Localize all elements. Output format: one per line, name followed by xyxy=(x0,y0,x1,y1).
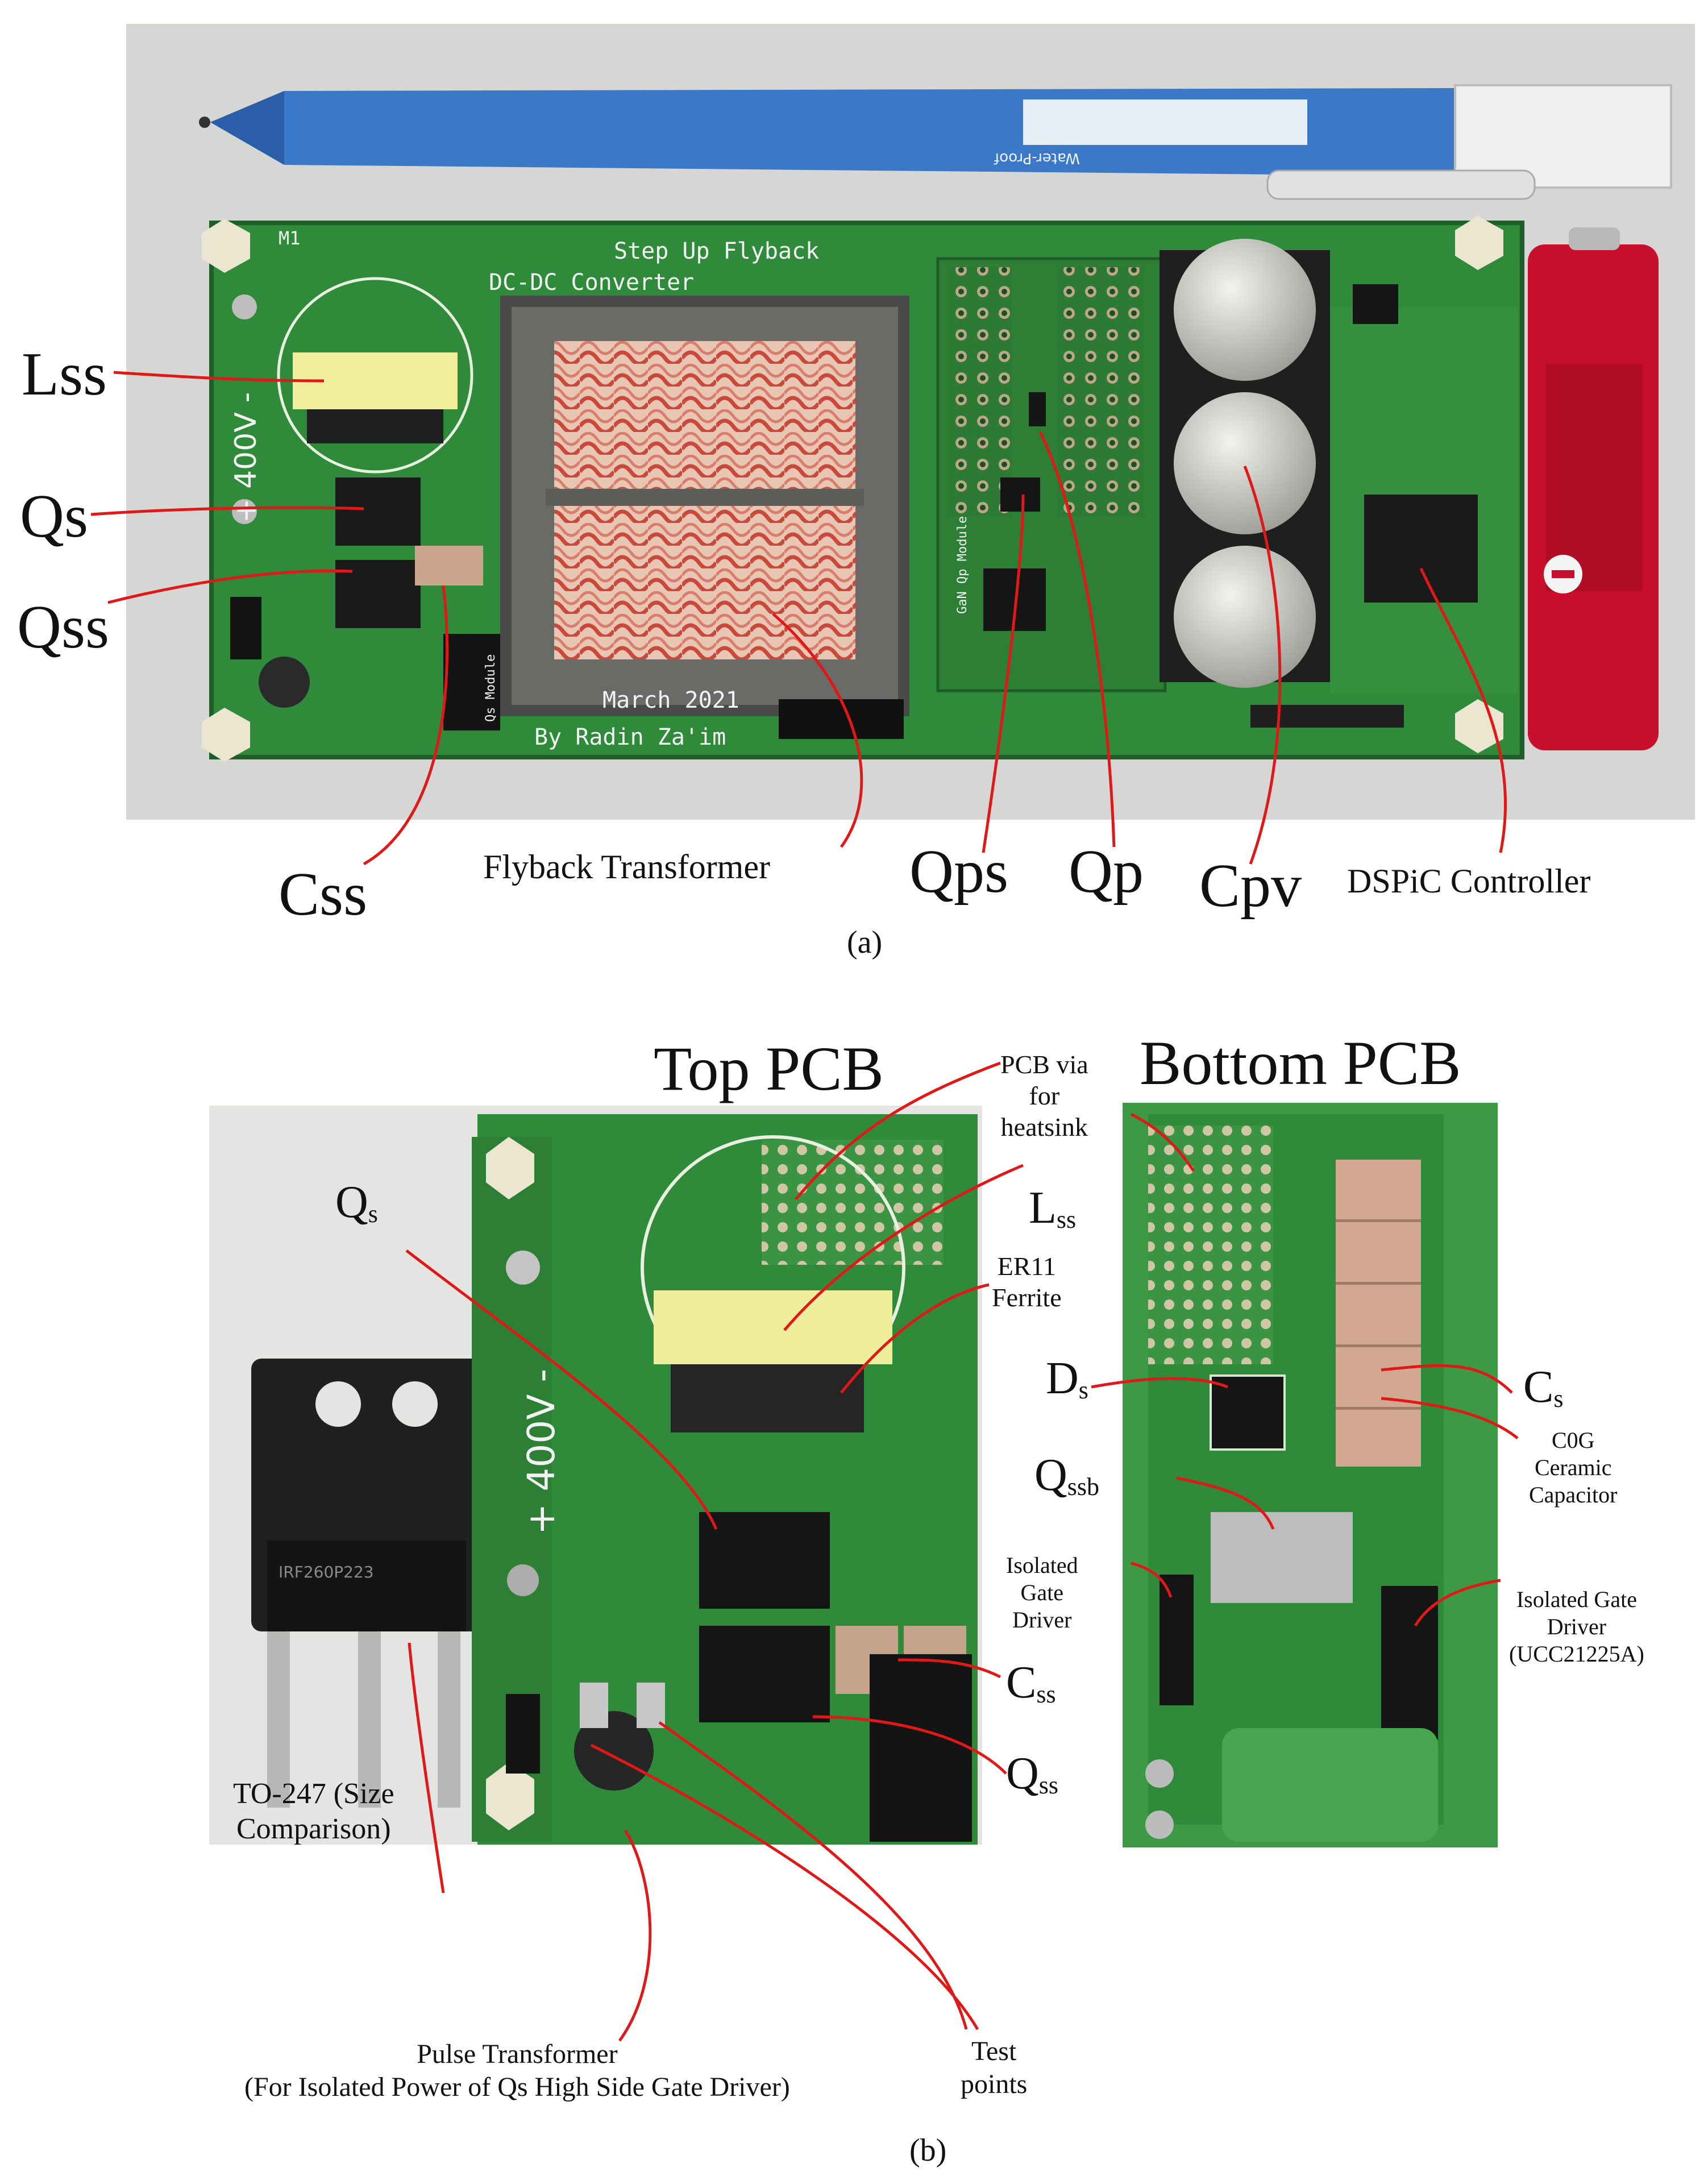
qs-b-main: Q xyxy=(335,1177,368,1227)
lss-b-main: L xyxy=(1029,1183,1057,1233)
leader-qps xyxy=(982,494,1025,853)
battery xyxy=(1528,227,1659,750)
label-to247: TO-247 (Size Comparison) xyxy=(233,1778,394,1846)
leader-css-b xyxy=(897,1658,1001,1679)
silk-qs-module: Qs Module xyxy=(484,654,498,722)
cs-sub: s xyxy=(1553,1384,1564,1413)
leader-pcbvia-top xyxy=(795,1061,1001,1201)
panel-b-photo-top: IRF260P223 + 400V - xyxy=(209,1106,982,1845)
label-qss-a: Qss xyxy=(17,593,110,661)
leader-pcbvia-bottom xyxy=(1130,1112,1195,1172)
label-css-b: Css xyxy=(1006,1660,1056,1707)
label-cs: Cs xyxy=(1523,1364,1563,1411)
label-pulse-transformer: Pulse Transformer (For Isolated Power of… xyxy=(244,2039,790,2102)
qssb-sub: ssb xyxy=(1067,1472,1100,1501)
label-qs-b: Qs xyxy=(335,1180,378,1227)
label-qs-a: Qs xyxy=(20,483,89,550)
label-css-a: Css xyxy=(279,861,368,928)
leader-flyback xyxy=(772,613,863,848)
leader-er11 xyxy=(840,1283,990,1394)
label-lss-a: Lss xyxy=(22,340,107,408)
leader-qs-a xyxy=(90,506,364,516)
label-isolated-gate: Isolated Gate Driver xyxy=(1006,1552,1078,1633)
ds-main: D xyxy=(1046,1353,1079,1403)
silk-date: March 2021 xyxy=(602,687,739,713)
pen-text: Water-Proof xyxy=(994,150,1080,167)
leader-lss-a xyxy=(113,371,325,383)
label-test-points: Test points xyxy=(961,2036,1028,2099)
silk-voltage-b: + 400V - xyxy=(520,1369,563,1535)
caption-b: (b) xyxy=(909,2133,947,2168)
cs-main: C xyxy=(1523,1362,1554,1412)
leader-ds xyxy=(1091,1377,1228,1389)
ds-sub: s xyxy=(1078,1376,1088,1404)
qs-b-sub: s xyxy=(368,1199,378,1228)
leader-qs-b xyxy=(405,1249,718,1530)
leader-qss-b xyxy=(812,1715,1007,1775)
label-qps: Qps xyxy=(909,838,1009,906)
caption-a: (a) xyxy=(847,925,883,960)
leader-cs xyxy=(1381,1364,1513,1394)
title-bottom-pcb: Bottom PCB xyxy=(1140,1028,1461,1098)
leader-qp xyxy=(1038,431,1116,848)
silk-qp-module: GaN Qp Module xyxy=(955,516,970,614)
leader-to247 xyxy=(408,1642,445,1893)
leader-test-2 xyxy=(658,1721,968,2030)
to247-part: IRF260P223 xyxy=(251,1359,484,1808)
silk-author: By Radin Za'im xyxy=(534,724,726,750)
label-dspic: DSPiC Controller xyxy=(1347,862,1591,900)
silk-title-2: DC-DC Converter xyxy=(489,269,694,296)
leader-qss-a xyxy=(107,569,353,604)
panel-a-photo: Step Up Flyback DC-DC Converter March 20… xyxy=(90,24,1695,866)
label-lss-b: Lss xyxy=(1029,1185,1076,1232)
label-er11: ER11 Ferrite xyxy=(992,1252,1062,1313)
panel-b-leaders xyxy=(405,1061,1519,2042)
title-top-pcb: Top PCB xyxy=(654,1034,884,1103)
leader-isogate xyxy=(1131,1562,1173,1598)
leader-c0g xyxy=(1381,1397,1519,1439)
label-qp: Qp xyxy=(1069,838,1144,906)
leader-pulse xyxy=(618,1829,652,2042)
qss-b-sub: ss xyxy=(1038,1771,1059,1799)
qssb-main: Q xyxy=(1034,1450,1067,1500)
silk-title-1: Step Up Flyback xyxy=(614,238,819,264)
silk-voltage-a: + 400V - xyxy=(229,392,263,523)
label-qssb: Qssb xyxy=(1034,1452,1099,1500)
leader-isogate2 xyxy=(1414,1579,1501,1627)
to247-marking: IRF260P223 xyxy=(279,1563,374,1581)
leader-qssb xyxy=(1176,1476,1275,1530)
label-cpv: Cpv xyxy=(1199,852,1302,920)
css-b-main: C xyxy=(1006,1658,1037,1708)
qss-b-main: Q xyxy=(1006,1749,1039,1799)
panel-a-leaders xyxy=(90,371,1507,866)
leader-dspic xyxy=(1419,567,1507,853)
pen xyxy=(199,84,1672,200)
label-isolated-gate-ucc: Isolated Gate Driver (UCC21225A) xyxy=(1509,1587,1644,1667)
label-ds: Ds xyxy=(1046,1356,1088,1403)
leader-lss-b xyxy=(783,1164,1024,1331)
leader-test-1 xyxy=(590,1743,979,2030)
lss-b-sub: ss xyxy=(1056,1205,1077,1234)
panel-b-photo-bottom xyxy=(1123,1103,1498,1847)
label-qss-b: Qss xyxy=(1006,1751,1058,1798)
pcb-board-a xyxy=(202,216,1524,762)
label-pcb-via: PCB via for heatsink xyxy=(1000,1050,1088,1142)
silk-designator: M1 xyxy=(279,227,301,249)
label-flyback: Flyback Transformer xyxy=(483,848,770,886)
leader-css-a xyxy=(363,585,449,866)
label-c0g: C0G Ceramic Capacitor xyxy=(1529,1427,1618,1508)
css-b-sub: ss xyxy=(1036,1680,1056,1708)
leader-cpv xyxy=(1243,466,1282,865)
